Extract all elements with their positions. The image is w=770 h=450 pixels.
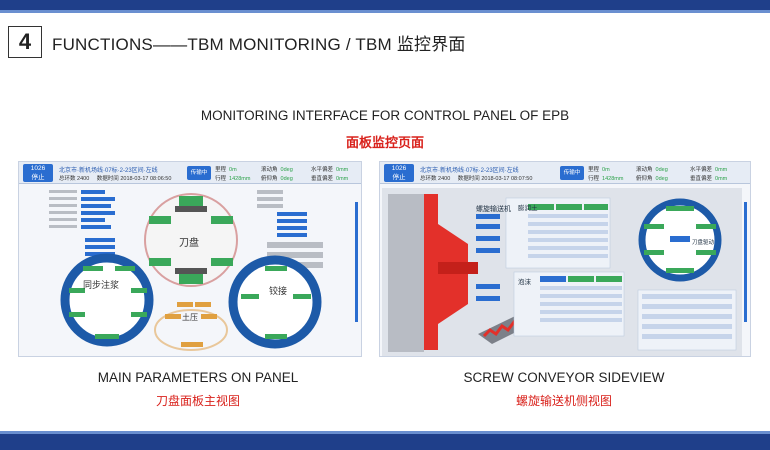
grouting-label: 同步注浆 — [83, 281, 120, 291]
section-title: FUNCTIONS——TBM MONITORING / TBM 监控界面 — [52, 34, 466, 54]
ring-data-line: 总环数 2400 数据时间 2018-03-17 08:06:50 — [59, 174, 171, 182]
main-subtitle: 面板监控页面 — [345, 135, 424, 150]
drive-ring — [638, 198, 722, 282]
bottom-decor-band — [0, 434, 770, 450]
panel-status-bar: 1026 停止 北京市·新机场线·07标·2-23区间·左线 总环数 2400 … — [19, 162, 361, 184]
main-title: MONITORING INTERFACE FOR CONTROL PANEL O… — [200, 108, 570, 123]
total-rings: 总环数 2400 — [420, 176, 451, 182]
bentonite-label: 膨润土 — [518, 204, 538, 212]
foam-label: 泡沫 — [518, 278, 531, 286]
panel-scrollbar[interactable] — [355, 202, 358, 322]
drive-label: 刀盘驱动 — [692, 240, 715, 246]
ring-code: 1026 — [30, 165, 46, 172]
ring-code-badge[interactable]: 1026 停止 — [23, 164, 53, 182]
bentonite-table — [505, 197, 611, 269]
screw-conveyor-diagram — [382, 188, 742, 356]
transmit-button[interactable]: 传输中 — [187, 166, 211, 180]
left-caption-sub: 刀盘面板主视图 — [155, 394, 240, 408]
cutterhead-label: 刀盘 — [179, 238, 199, 249]
cutterhead-circle — [144, 193, 238, 287]
transmit-button[interactable]: 传输中 — [560, 166, 584, 180]
earth-pressure-gauge — [154, 302, 228, 351]
total-rings: 总环数 2400 — [59, 176, 90, 182]
cutterhead-red-section — [424, 194, 478, 350]
project-line: 北京市·新机场线·07标·2-23区间·左线 — [420, 168, 519, 174]
cutterhead-diagram — [49, 190, 323, 351]
grouting-ring — [60, 253, 154, 347]
panel-scrollbar[interactable] — [744, 202, 747, 322]
pressure-table — [637, 289, 737, 351]
left-caption: MAIN PARAMETERS ON PANEL — [97, 370, 299, 385]
screw-conveyor-panel-screenshot: 1026 停止 北京市·新机场线·07标·2-23区间·左线 总环数 2400 … — [379, 161, 751, 357]
bottom-decor-stripe — [0, 431, 770, 434]
articulation-label: 铰接 — [269, 287, 288, 297]
top-decor-band — [0, 0, 770, 10]
ring-code: 1026 — [391, 165, 407, 172]
right-caption-sub: 螺旋输送机侧视图 — [515, 394, 612, 408]
foam-table — [513, 271, 625, 337]
ring-status: 停止 — [31, 174, 45, 181]
ring-status: 停止 — [392, 174, 406, 181]
section-number: 4 — [8, 26, 42, 58]
articulation-ring — [228, 255, 322, 349]
ring-data-line: 总环数 2400 数据时间 2018-03-17 08:07:50 — [420, 174, 532, 182]
right-caption: SCREW CONVEYOR SIDEVIEW — [463, 370, 665, 385]
screw-conveyor-label: 螺旋输送机 — [476, 205, 511, 213]
data-time: 数据时间 2018-03-17 08:07:50 — [457, 176, 533, 182]
top-decor-stripe — [0, 10, 770, 13]
project-line: 北京市·新机场线·07标·2-23区间·左线 — [59, 168, 158, 174]
data-time: 数据时间 2018-03-17 08:06:50 — [96, 176, 172, 182]
earth-pressure-label: 土压 — [182, 313, 198, 322]
ring-code-badge[interactable]: 1026 停止 — [384, 164, 414, 182]
slide-header: 4 FUNCTIONS——TBM MONITORING / TBM 监控界面 — [8, 24, 466, 60]
panel-status-bar: 1026 停止 北京市·新机场线·07标·2-23区间·左线 总环数 2400 … — [380, 162, 750, 184]
cutterhead-panel-screenshot: 1026 停止 北京市·新机场线·07标·2-23区间·左线 总环数 2400 … — [18, 161, 362, 357]
